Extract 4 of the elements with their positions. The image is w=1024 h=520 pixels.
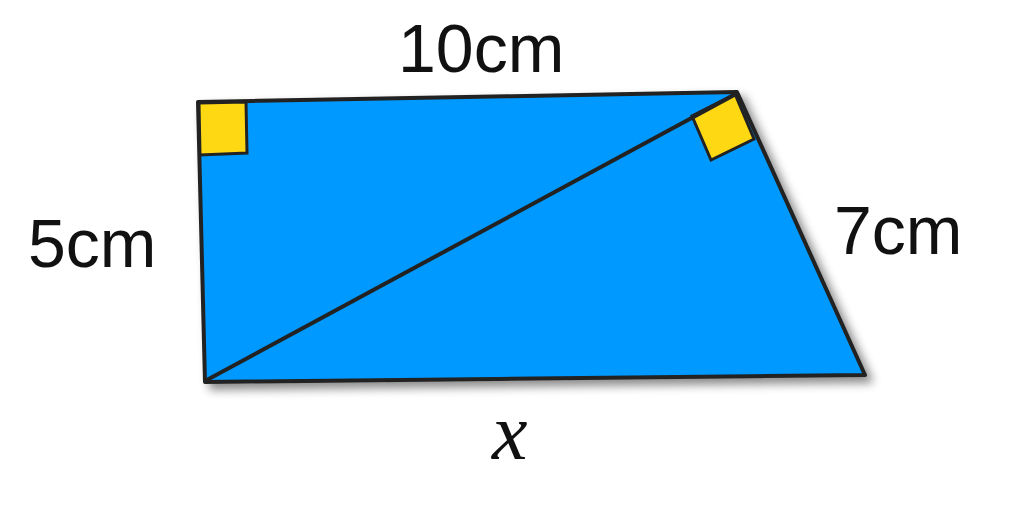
variable-label: x [492, 392, 528, 472]
side-length-label: 7cm [834, 196, 963, 264]
side-length-label: 10cm [398, 14, 565, 82]
side-length-label: 5cm [28, 209, 157, 277]
